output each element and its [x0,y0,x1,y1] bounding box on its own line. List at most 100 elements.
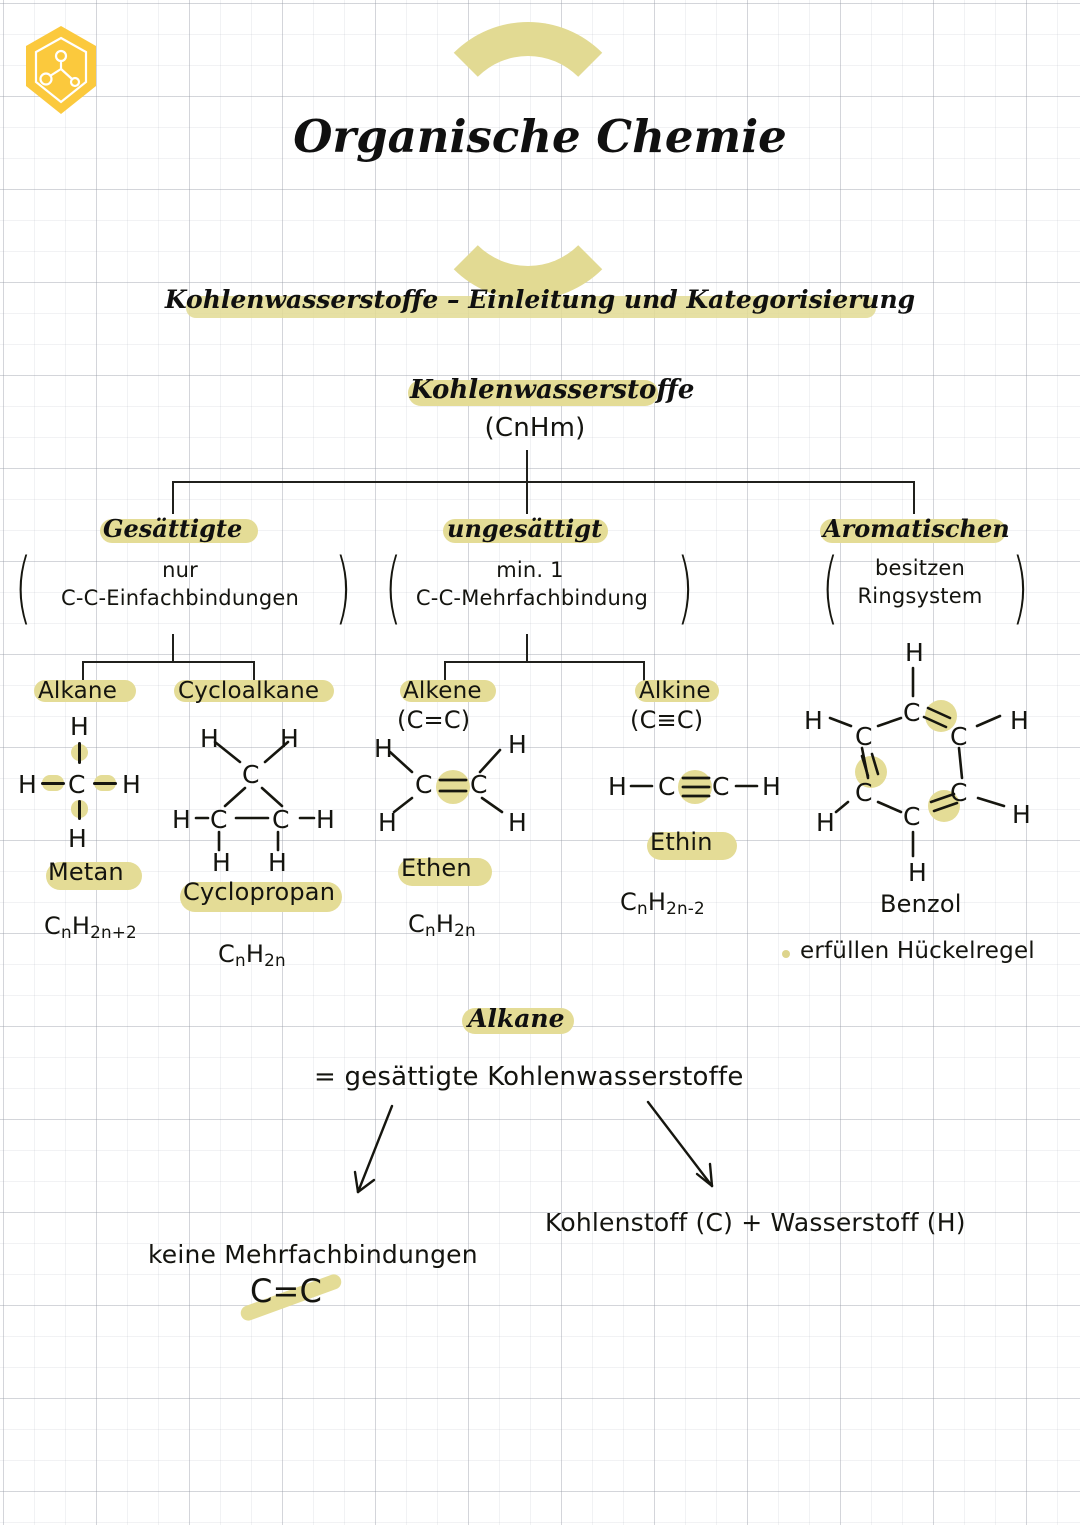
formula-cycloalkane: CnH2n [218,940,286,970]
ethyne-atom-h-right: H [762,772,781,801]
molecule-cyclopropan-highlight [180,882,342,912]
benzene-atom-c-bottomleft: C [855,778,873,807]
bottom-struck-double-bond: C=C [250,1272,323,1310]
branch-ungesaettigt-highlight [443,519,608,543]
benzene-atom-c-bottomright: C [950,778,968,807]
formula-alkine-n: n [636,898,648,919]
methane-bond-left [41,782,65,785]
benzene-double-bond-highlight-1 [925,700,957,732]
bracket-open-ungesaettigt: ( [384,543,402,633]
subtitle-highlight [186,296,876,318]
branch-note-ungesaettigt-line1: min. 1 [496,558,564,582]
cyclopropane-atom-c-left: C [210,805,228,834]
page-title: Organische Chemie [293,110,787,163]
formula-cycloalkane-hsub: 2n [264,950,286,971]
molecule-ethin-highlight [647,832,737,860]
aromatic-note-huckel: erfüllen Hückelregel [800,938,1035,964]
cyclopropane-atom-h-topright: H [280,724,299,753]
methane-atom-h-top: H [70,712,89,741]
tree-line-root-stem [526,450,528,482]
bracket-close-aromatischen: ) [1011,543,1029,633]
methane-bond-top [78,742,81,764]
methane-atom-h-bottom: H [68,824,87,853]
formula-alkane-h: H [71,912,91,940]
methane-atom-c: C [68,770,86,799]
category-label-alkane: Alkane [38,678,118,704]
molecule-name-ethin: Ethin [650,828,713,856]
formula-alkane-hsub: 2n+2 [90,922,137,943]
branch-note-gesaettigte-line1: nur [162,558,198,582]
methane-bond-bottom [78,800,81,820]
bottom-section-heading: Alkane [468,1004,565,1033]
methane-atom-h-right: H [122,770,141,799]
ethyne-atom-c-left: C [658,772,676,801]
molecule-name-benzol: Benzol [880,890,962,918]
benzene-atom-c-top: C [903,698,921,727]
molecule-ethen-highlight [398,858,492,886]
category-label-alkine: Alkine [639,678,711,704]
branch-gesaettigte-highlight [100,519,258,543]
section-subtitle: Kohlenwasserstoffe – Einleitung und Kate… [164,285,916,314]
tree-line-ungesaettigt-horizontal [444,661,644,663]
formula-alkene-hsub: 2n [454,920,476,941]
category-cycloalkane-highlight [174,680,334,702]
ethene-double-bond-highlight [436,770,470,804]
bracket-open-aromatischen: ( [821,543,839,633]
tree-line-drop-ungesaettigt [526,481,528,514]
branch-note-ungesaettigt-line2: C-C-Mehrfachbindung [415,586,649,610]
tree-root-formula: (CnHm) [484,413,586,443]
ethene-atom-c-left: C [415,770,433,799]
ethyne-atom-c-right: C [712,772,730,801]
formula-alkene-c: C [408,910,425,938]
benzene-atom-h-topleft: H [804,706,823,735]
cyclopropane-atom-c-top: C [242,760,260,789]
tree-line-drop-aromatischen [913,481,915,514]
cyclopropane-atom-h-right: H [316,805,335,834]
ethene-atom-h-topleft: H [374,734,393,763]
benzene-double-bond-highlight-3 [928,790,960,822]
category-label-cycloalkane: Cycloalkane [178,678,320,704]
bottom-alkane-heading-highlight [462,1008,574,1034]
formula-cycloalkane-n: n [234,950,246,971]
formula-alkine-hsub: 2n-2 [666,898,705,919]
cyclopropane-atom-h-left: H [172,805,191,834]
molecule-name-metan: Metan [48,858,124,886]
branch-aromatischen-highlight [820,519,1006,543]
formula-alkine: CnH2n-2 [620,888,705,918]
bracket-close-ungesaettigt: ) [676,543,694,633]
formula-alkene-h: H [435,910,455,938]
bottom-left-branch-text: keine Mehrfachbindungen [148,1240,478,1269]
formula-alkene-n: n [424,920,436,941]
formula-alkine-h: H [647,888,667,916]
benzene-atom-c-topright: C [950,722,968,751]
molecule-name-ethen: Ethen [401,854,472,882]
benzene-atom-h-bottomleft: H [816,808,835,837]
branch-note-aromatischen-line2: Ringsystem [857,584,983,608]
methane-bond-right [93,782,117,785]
category-alkene-highlight [400,680,496,702]
ethene-atom-h-bottomleft: H [378,808,397,837]
tree-line-drop-cycloalkane [253,661,255,689]
tree-line-gesaettigte-horizontal [82,661,254,663]
benzene-double-bond-highlight-2 [855,756,887,788]
formula-alkane: CnH2n+2 [44,912,137,942]
formula-alkane-c: C [44,912,61,940]
tree-line-drop-alkane [82,661,84,689]
category-bondnote-alkine: (C≡C) [630,706,704,734]
tree-root-label: Kohlenwasserstoffe [410,375,695,405]
ethyne-atom-h-left: H [608,772,627,801]
cyclopropane-atom-h-bottomleft: H [212,848,231,877]
branch-note-aromatischen-line1: besitzen [874,556,966,580]
molecule-metan-highlight [46,862,142,890]
bullet-point-icon [782,950,790,958]
branch-label-ungesaettigt: ungesättigt [447,514,603,543]
methane-atom-h-left: H [18,770,37,799]
cyclopropane-atom-h-topleft: H [200,724,219,753]
tree-line-drop-alkine [643,661,645,689]
bottom-right-branch-text: Kohlenstoff (C) + Wasserstoff (H) [545,1208,966,1237]
benzene-atom-h-bottom: H [908,858,927,887]
category-bondnote-alkene: (C=C) [397,706,471,734]
